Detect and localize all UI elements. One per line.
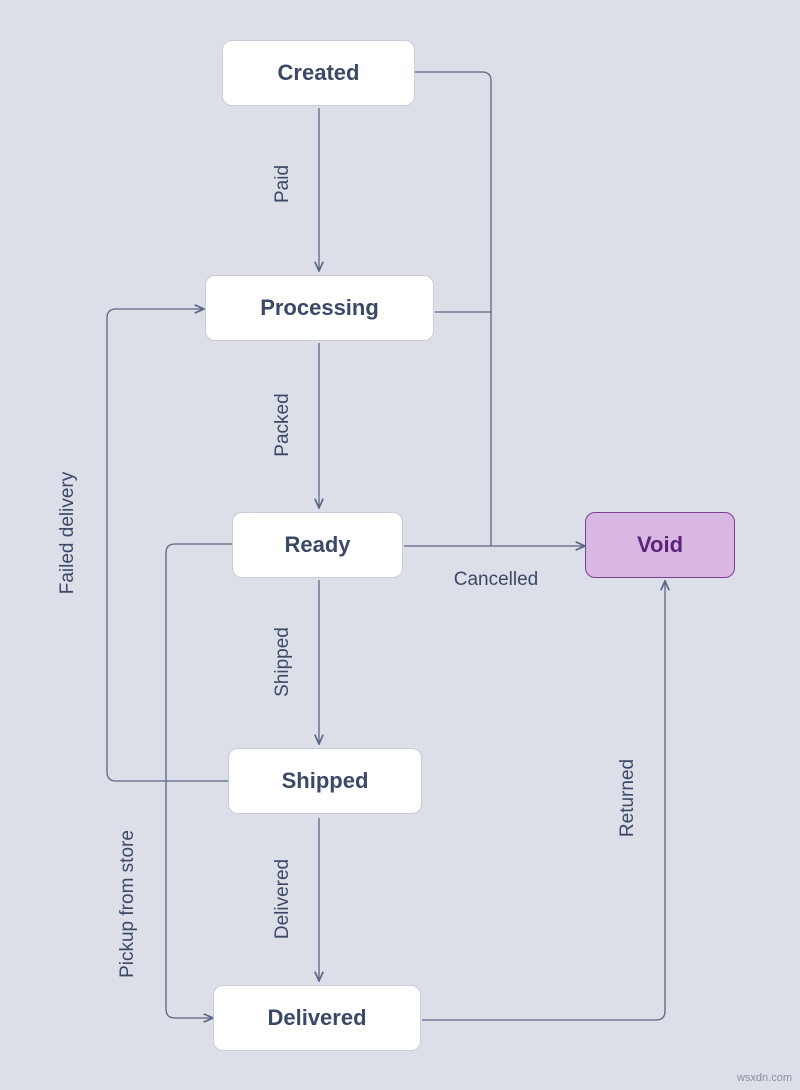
node-processing: Processing [205,275,434,341]
node-delivered: Delivered [213,985,421,1051]
edge-cancel-from-created [415,71,492,546]
node-void: Void [585,512,735,578]
edge-pickup-from-store [165,543,232,1018]
edge-label-pickup-from-store: Pickup from store [117,830,138,978]
watermark: wsxdn.com [736,1072,792,1084]
edge-returned [422,581,665,1021]
edge-label-packed: Packed [272,393,293,457]
node-created: Created [222,40,415,106]
edge-failed-delivery [106,309,228,782]
node-ready: Ready [232,512,403,578]
edge-label-cancelled: Cancelled [453,569,539,590]
edge-label-shipped: Shipped [272,627,293,697]
edge-label-delivered: Delivered [272,858,293,940]
edge-label-paid: Paid [272,164,293,204]
edge-label-returned: Returned [617,758,638,838]
edge-label-failed-delivery: Failed delivery [57,471,78,595]
node-shipped: Shipped [228,748,422,814]
